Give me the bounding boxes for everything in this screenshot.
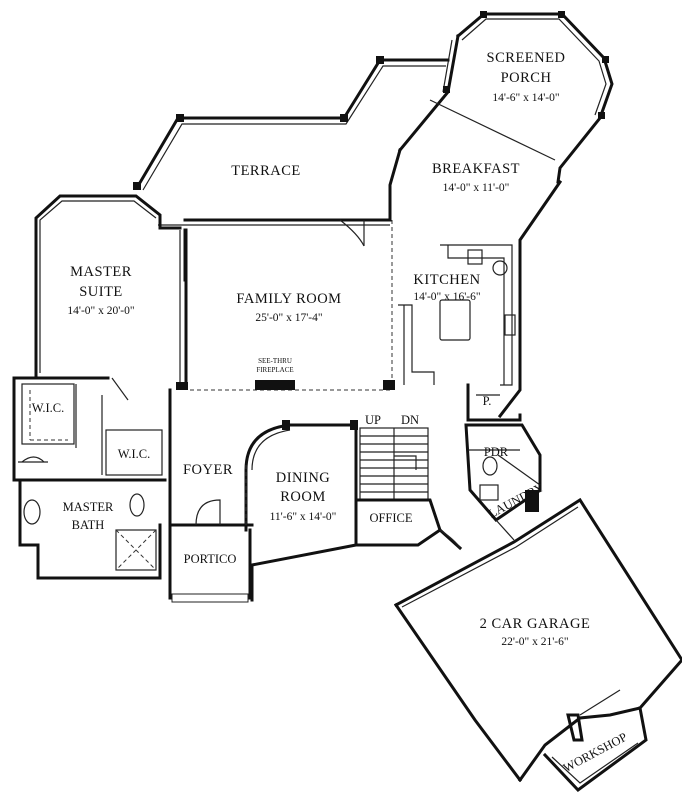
- master-bath-label-line1: MASTER: [63, 500, 114, 514]
- portico-label: PORTICO: [184, 552, 237, 566]
- fireplace-label-line2: FIREPLACE: [256, 366, 293, 374]
- breakfast-size: 14'-0" x 11'-0": [443, 182, 510, 194]
- terrace-label: TERRACE: [231, 163, 301, 179]
- garage-label: 2 CAR GARAGE: [480, 616, 591, 632]
- dining-room-label-line2: ROOM: [280, 489, 326, 505]
- foyer-label: FOYER: [183, 462, 233, 478]
- pdr-label: PDR: [484, 445, 509, 459]
- dining-room-size: 11'-6" x 14'-0": [270, 511, 337, 523]
- breakfast-kitchen-walls: [388, 99, 563, 419]
- master-suite-label-line2: SUITE: [79, 284, 123, 300]
- master-bath-label-line2: BATH: [72, 518, 105, 532]
- master-suite-label-line1: MASTER: [70, 264, 132, 280]
- service-rooms-walls: [464, 383, 542, 541]
- foyer-dining-walls: [168, 388, 358, 603]
- family-room-label: FAMILY ROOM: [236, 291, 341, 307]
- screened-porch-label-line1: SCREENED: [487, 50, 566, 66]
- workshop-label: WORKSHOP: [561, 730, 630, 775]
- pantry-label: P.: [483, 394, 492, 408]
- fireplace-label-line1: SEE-THRU: [258, 357, 292, 365]
- kitchen-label: KITCHEN: [413, 272, 480, 288]
- master-bath-wic-walls: [12, 376, 167, 580]
- stair-up-label: UP: [365, 413, 381, 427]
- stair-down-label: DN: [401, 413, 419, 427]
- dining-room-label-line1: DINING: [276, 470, 331, 486]
- family-room-walls: [176, 218, 395, 391]
- stair-office-walls: [354, 427, 463, 551]
- wic-right-label: W.I.C.: [118, 447, 151, 461]
- terrace-area: [133, 56, 450, 226]
- wic-left-label: W.I.C.: [32, 401, 65, 415]
- kitchen-size: 14'-0" x 16'-6": [413, 291, 480, 303]
- screened-porch-area: [397, 11, 614, 184]
- screened-porch-label-line2: PORCH: [501, 70, 552, 86]
- screened-porch-size: 14'-6" x 14'-0": [492, 92, 559, 104]
- family-room-size: 25'-0" x 17'-4": [255, 312, 322, 324]
- garage-walls: [393, 497, 682, 792]
- garage-size: 22'-0" x 21'-6": [501, 636, 568, 648]
- breakfast-label: BREAKFAST: [432, 161, 520, 177]
- master-suite-size: 14'-0" x 20'-0": [67, 305, 134, 317]
- office-label: OFFICE: [369, 511, 412, 525]
